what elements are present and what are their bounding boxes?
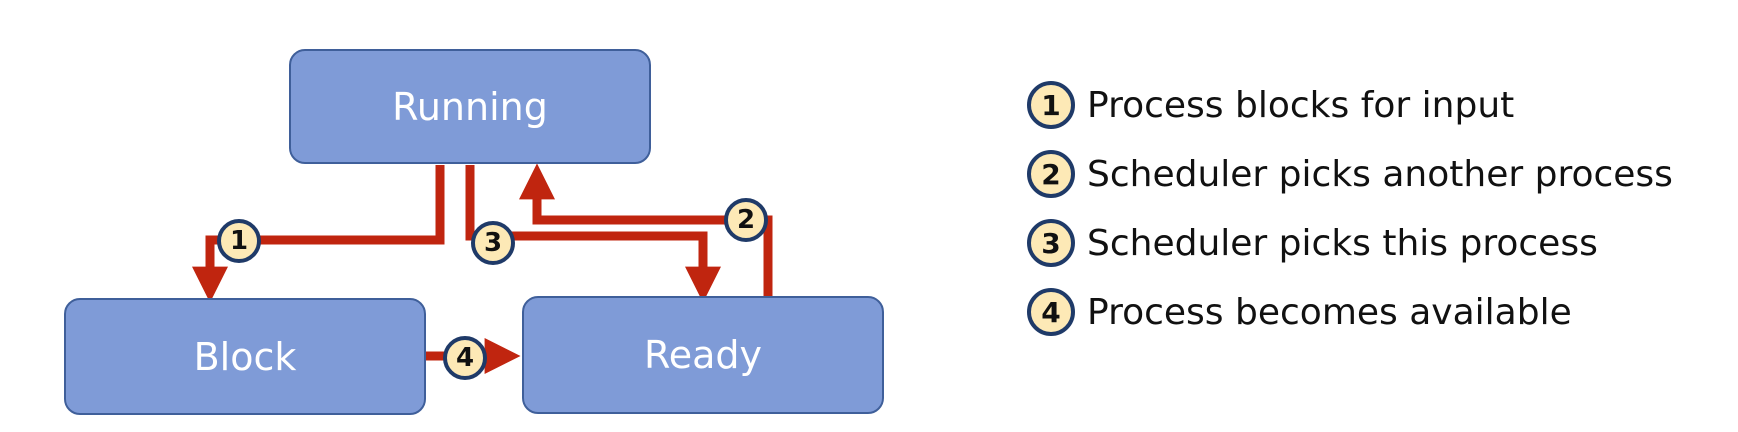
arrow-running-to-ready	[465, 165, 721, 303]
legend-label: Process blocks for input	[1087, 84, 1515, 126]
legend-badge-3: 3	[1027, 219, 1075, 267]
state-ready: Ready	[522, 296, 884, 414]
state-block: Block	[64, 298, 426, 415]
legend-badge-2: 2	[1027, 150, 1075, 198]
transition-badge-3: 3	[471, 221, 515, 265]
legend-item: 2 Scheduler picks another process	[1027, 145, 1727, 203]
state-running: Running	[289, 49, 651, 164]
legend-label: Scheduler picks another process	[1087, 153, 1673, 195]
transition-badge-number: 1	[229, 226, 249, 256]
state-running-label: Running	[392, 84, 548, 129]
arrow-ready-to-running	[519, 163, 773, 296]
transition-badge-1: 1	[217, 219, 261, 263]
legend-item: 4 Process becomes available	[1027, 283, 1727, 341]
transition-badge-4: 4	[443, 336, 487, 380]
legend-label: Scheduler picks this process	[1087, 222, 1598, 264]
transition-badge-number: 2	[736, 205, 756, 235]
legend-label: Process becomes available	[1087, 291, 1572, 333]
legend-item: 1 Process blocks for input	[1027, 76, 1727, 134]
legend-badge-number: 3	[1041, 226, 1061, 260]
state-block-label: Block	[193, 334, 297, 379]
legend-badge-4: 4	[1027, 288, 1075, 336]
arrow-running-to-block	[192, 165, 445, 303]
transition-badge-2: 2	[724, 198, 768, 242]
transition-badge-number: 4	[455, 343, 475, 373]
state-ready-label: Ready	[644, 333, 762, 377]
legend-badge-number: 2	[1041, 157, 1061, 191]
legend-badge-number: 4	[1041, 295, 1061, 329]
transition-badge-number: 3	[483, 228, 503, 258]
legend-badge-number: 1	[1041, 88, 1061, 122]
transition-legend: 1 Process blocks for input 2 Scheduler p…	[1027, 76, 1727, 352]
legend-badge-1: 1	[1027, 81, 1075, 129]
legend-item: 3 Scheduler picks this process	[1027, 214, 1727, 272]
